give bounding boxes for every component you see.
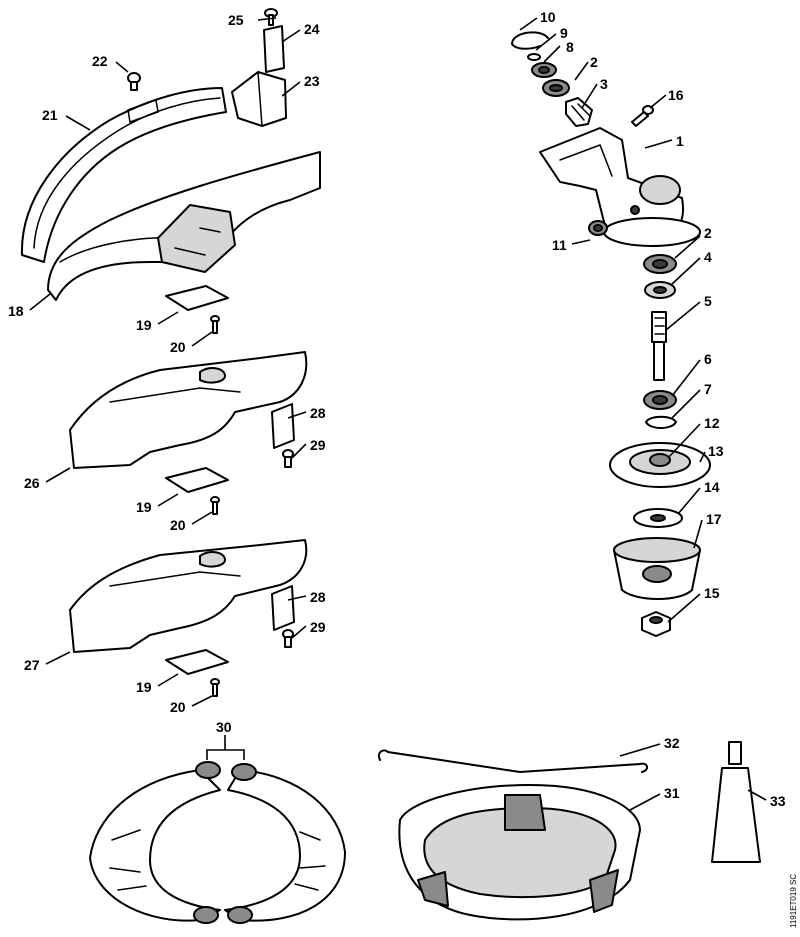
part-32-spring-wire	[378, 749, 648, 774]
callout-8: 8	[566, 39, 574, 55]
callout-23: 23	[304, 73, 320, 89]
guard-26-assembly	[69, 351, 308, 515]
part-30-left-half	[89, 769, 221, 922]
part-20-screw-c	[210, 678, 220, 697]
part-24-bracket	[263, 25, 285, 73]
part-14-thrust-washer	[633, 508, 683, 528]
part-17-cup	[613, 537, 701, 600]
callout-2-upper: 2	[590, 54, 598, 70]
part-2-bearing	[643, 254, 677, 274]
callout-20-b: 20	[170, 517, 186, 533]
callout-21: 21	[42, 107, 58, 123]
callout-10: 10	[540, 9, 556, 25]
callout-31: 31	[664, 785, 680, 801]
callout-6: 6	[704, 351, 712, 367]
part-26-guard	[69, 351, 308, 469]
callout-15: 15	[704, 585, 720, 601]
guard-27-assembly	[69, 539, 308, 697]
callout-28-a: 28	[310, 405, 326, 421]
gear-head-assembly	[511, 31, 711, 637]
part-29-screw-b	[282, 629, 294, 648]
callout-27: 27	[24, 657, 40, 673]
callout-17: 17	[706, 511, 722, 527]
callout-9: 9	[560, 25, 568, 41]
part-7-circlip	[645, 415, 678, 429]
part-19-plate	[165, 285, 229, 311]
callout-19-c: 19	[136, 679, 152, 695]
part-20-screw-b	[210, 496, 220, 515]
callout-20-c: 20	[170, 699, 186, 715]
callout-5: 5	[704, 293, 712, 309]
part-8-bearing	[531, 62, 557, 78]
callout-labels: 1 2 3 16 10 9 8 2 11 2 4 5 6 7 12 13 14 …	[8, 9, 798, 928]
deflector-guard-assembly	[20, 8, 321, 334]
callout-29-a: 29	[310, 437, 326, 453]
callout-2-middle: 2	[704, 225, 712, 241]
part-19-plate-c	[165, 649, 229, 675]
callout-19-a: 19	[136, 317, 152, 333]
part-6-bearing	[643, 390, 677, 410]
part-18-mount-bracket	[157, 204, 236, 273]
part-25-screw	[264, 8, 278, 26]
callout-25: 25	[228, 12, 244, 28]
part-19-plate-b	[165, 467, 229, 493]
part-33-grease-tube	[711, 741, 761, 863]
callout-22: 22	[92, 53, 108, 69]
callout-4: 4	[704, 249, 712, 265]
part-20-screw	[210, 315, 220, 334]
reference-code: 1191ET019 SC	[789, 874, 798, 928]
part-28-bracket-b	[271, 585, 295, 631]
callout-20-a: 20	[170, 339, 186, 355]
part-11-plug	[588, 220, 608, 236]
part-27-guard	[69, 539, 308, 653]
callout-7: 7	[704, 381, 712, 397]
callout-30: 30	[216, 719, 232, 735]
part-30-right-half	[224, 769, 346, 922]
callout-33: 33	[770, 793, 786, 809]
callout-18: 18	[8, 303, 24, 319]
callout-14: 14	[704, 479, 720, 495]
part-4-gear	[644, 281, 676, 299]
part-2-bearing-top	[542, 79, 570, 97]
callout-3: 3	[600, 76, 608, 92]
callout-1: 1	[676, 133, 684, 149]
callout-32: 32	[664, 735, 680, 751]
callout-26: 26	[24, 475, 40, 491]
part-15-nut	[641, 611, 671, 637]
callout-12: 12	[704, 415, 720, 431]
callout-16: 16	[668, 87, 684, 103]
part-3-bevel-gear	[565, 97, 593, 127]
callout-24: 24	[304, 21, 320, 37]
part-9-washer	[527, 53, 541, 61]
part-12-washer	[649, 453, 671, 467]
part-28-bracket	[271, 403, 295, 449]
callout-19-b: 19	[136, 499, 152, 515]
part-22-screw	[127, 72, 141, 91]
part-13-thrust-plate	[609, 442, 711, 488]
callout-29-b: 29	[310, 619, 326, 635]
part-16-screw	[631, 105, 654, 127]
leader-lines	[29, 17, 767, 811]
bottom-parts	[89, 735, 761, 924]
part-29-screw	[282, 449, 294, 468]
part-10-circlip	[511, 31, 549, 50]
callout-13: 13	[708, 443, 724, 459]
part-1-gear-housing	[539, 127, 701, 247]
callout-11: 11	[552, 237, 567, 253]
part-21-guard-rail	[20, 87, 227, 263]
callout-28-b: 28	[310, 589, 326, 605]
part-5-shaft	[651, 311, 667, 381]
